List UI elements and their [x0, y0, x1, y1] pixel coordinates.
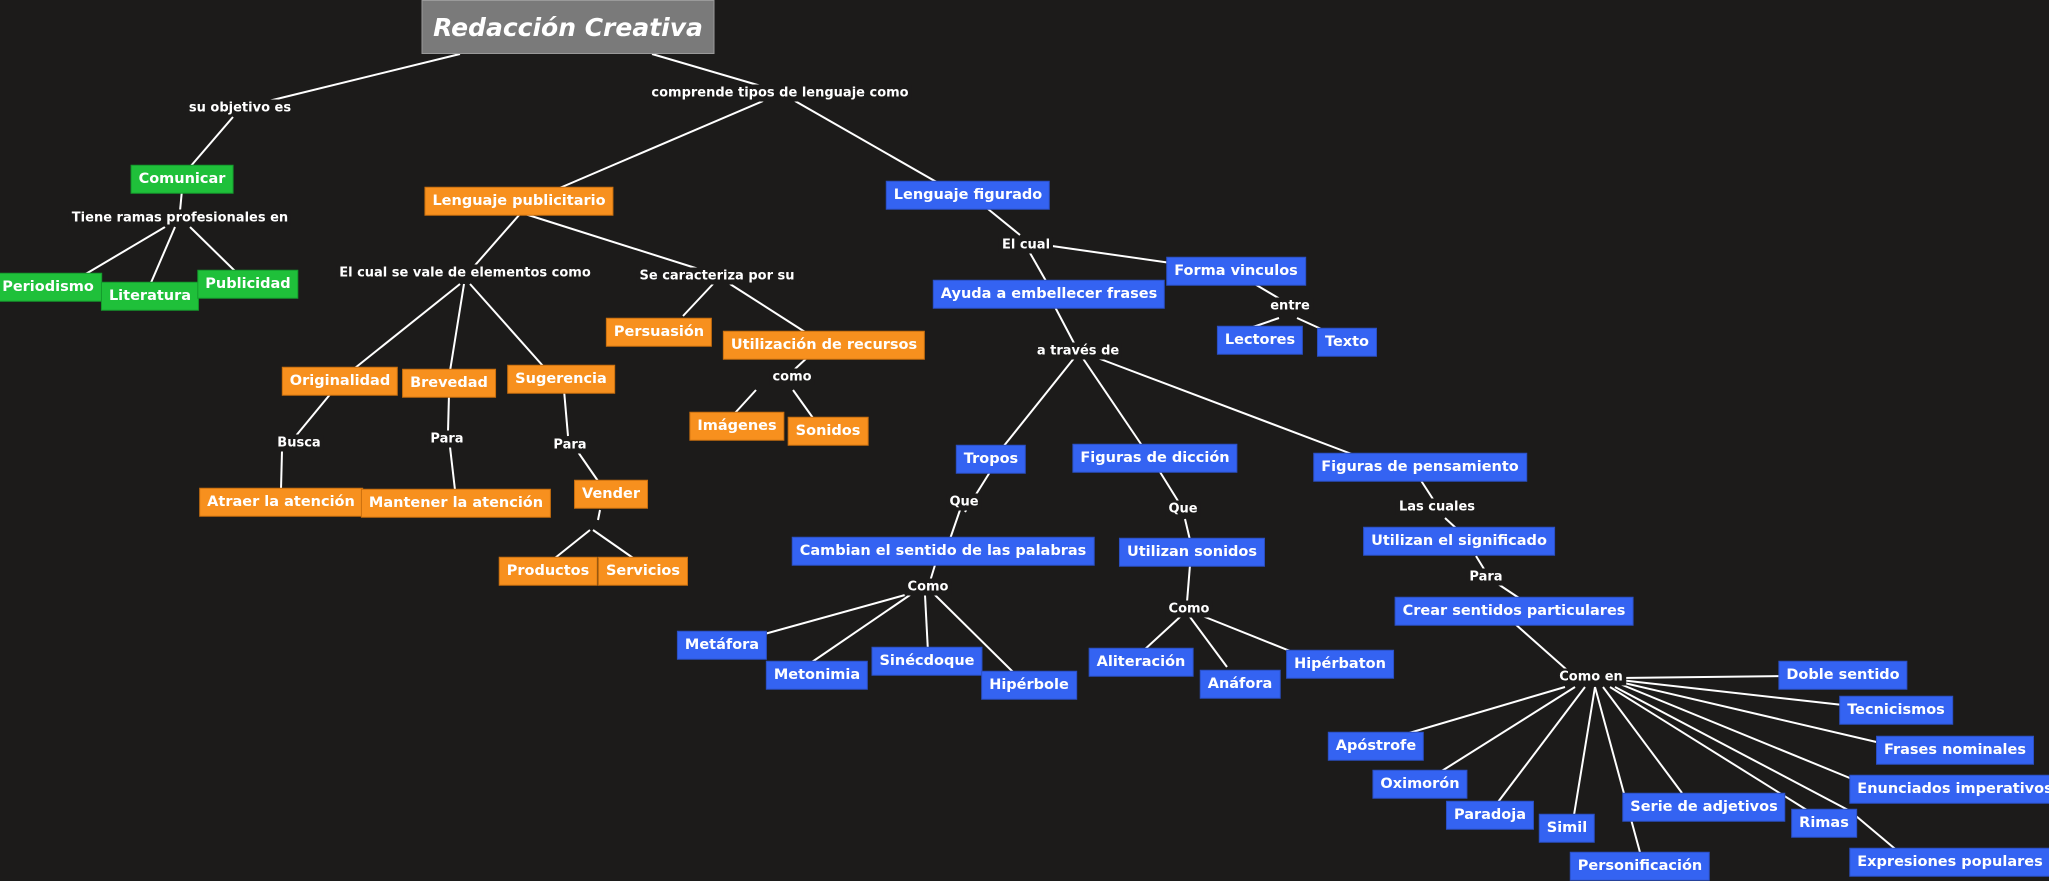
node-aliteracion[interactable]: Aliteración [1089, 648, 1193, 676]
node-frases-nominales[interactable]: Frases nominales [1877, 736, 2033, 764]
connectors-como-en [1391, 675, 1901, 857]
node-utilizacion-recursos[interactable]: Utilización de recursos [723, 331, 925, 359]
link-como-en: Como en [1556, 668, 1626, 686]
node-vender[interactable]: Vender [575, 480, 647, 508]
node-persuasion[interactable]: Persuasión [606, 318, 712, 346]
node-originalidad[interactable]: Originalidad [282, 367, 398, 395]
node-tecnicismos[interactable]: Tecnicismos [1840, 696, 1952, 724]
node-sinecdoque[interactable]: Sinécdoque [872, 647, 982, 675]
link-tiene-ramas: Tiene ramas profesionales en [68, 209, 292, 227]
node-metafora[interactable]: Metáfora [677, 631, 767, 659]
link-como-recursos: como [769, 368, 815, 386]
node-mantener-atencion[interactable]: Mantener la atención [361, 489, 551, 517]
link-entre: entre [1267, 297, 1313, 315]
link-comprende: comprende tipos de lenguaje como [648, 84, 912, 102]
node-crear-sentidos[interactable]: Crear sentidos particulares [1395, 597, 1633, 625]
node-lectores[interactable]: Lectores [1217, 326, 1303, 354]
node-enunciados-imperativos[interactable]: Enunciados imperativos [1850, 775, 2049, 803]
node-tropos[interactable]: Tropos [956, 445, 1026, 473]
link-como-sonidos: Como [1165, 600, 1213, 618]
node-productos[interactable]: Productos [499, 557, 597, 585]
link-su-objetivo-es: su objetivo es [185, 99, 295, 117]
node-figuras-diccion[interactable]: Figuras de dicción [1073, 444, 1237, 472]
link-para-sugerencia: Para [550, 436, 590, 454]
node-utilizan-significado[interactable]: Utilizan el significado [1364, 527, 1554, 555]
node-rimas[interactable]: Rimas [1792, 809, 1856, 837]
link-las-cuales: Las cuales [1395, 498, 1479, 516]
node-simil[interactable]: Simil [1539, 814, 1595, 842]
node-forma-vinculos[interactable]: Forma vinculos [1167, 257, 1305, 285]
node-hiperbaton[interactable]: Hipérbaton [1287, 650, 1393, 678]
node-paradoja[interactable]: Paradoja [1446, 801, 1534, 829]
node-metonimia[interactable]: Metonimia [766, 661, 868, 689]
link-el-cual: El cual [998, 236, 1054, 254]
node-serie-adjetivos[interactable]: Serie de adjetivos [1623, 793, 1785, 821]
link-que-diccion: Que [1165, 500, 1201, 518]
node-expresiones-populares[interactable]: Expresiones populares [1850, 848, 2049, 876]
node-anafora[interactable]: Anáfora [1200, 670, 1280, 698]
root-title[interactable]: Redacción Creativa [422, 1, 714, 53]
node-servicios[interactable]: Servicios [598, 557, 688, 585]
node-sonidos[interactable]: Sonidos [788, 417, 868, 445]
link-el-cual-se-vale: El cual se vale de elementos como [336, 264, 594, 282]
node-imagenes[interactable]: Imágenes [690, 412, 784, 440]
node-oximoron[interactable]: Oximorón [1373, 770, 1467, 798]
node-cambian-sentido[interactable]: Cambian el sentido de las palabras [792, 537, 1094, 565]
node-figuras-pensamiento[interactable]: Figuras de pensamiento [1314, 453, 1526, 481]
node-atraer-atencion[interactable]: Atraer la atención [200, 488, 362, 516]
node-doble-sentido[interactable]: Doble sentido [1779, 661, 1907, 689]
link-para-brevedad: Para [427, 430, 467, 448]
link-que-tropos: Que [946, 493, 982, 511]
node-publicidad[interactable]: Publicidad [198, 270, 298, 298]
node-personificacion[interactable]: Personificación [1570, 852, 1710, 880]
link-busca: Busca [274, 434, 324, 452]
node-utilizan-sonidos[interactable]: Utilizan sonidos [1119, 538, 1265, 566]
node-ayuda-embellecer[interactable]: Ayuda a embellecer frases [933, 280, 1165, 308]
node-lenguaje-publicitario[interactable]: Lenguaje publicitario [425, 187, 613, 215]
link-para-significado: Para [1466, 568, 1506, 586]
connectors-figurado [724, 100, 1568, 673]
node-comunicar[interactable]: Comunicar [131, 165, 233, 193]
node-literatura[interactable]: Literatura [101, 282, 199, 310]
node-lenguaje-figurado[interactable]: Lenguaje figurado [886, 181, 1050, 209]
node-brevedad[interactable]: Brevedad [403, 369, 495, 397]
link-se-caracteriza: Se caracteriza por su [636, 267, 798, 285]
link-como-tropos: Como [904, 578, 952, 596]
node-periodismo[interactable]: Periodismo [0, 273, 101, 301]
node-hiperbole[interactable]: Hipérbole [982, 671, 1076, 699]
node-apostrofe[interactable]: Apóstrofe [1328, 732, 1424, 760]
node-texto[interactable]: Texto [1317, 328, 1377, 356]
connectors-comunicar [83, 116, 239, 286]
node-sugerencia[interactable]: Sugerencia [508, 365, 614, 393]
link-a-traves-de: a través de [1033, 342, 1123, 360]
